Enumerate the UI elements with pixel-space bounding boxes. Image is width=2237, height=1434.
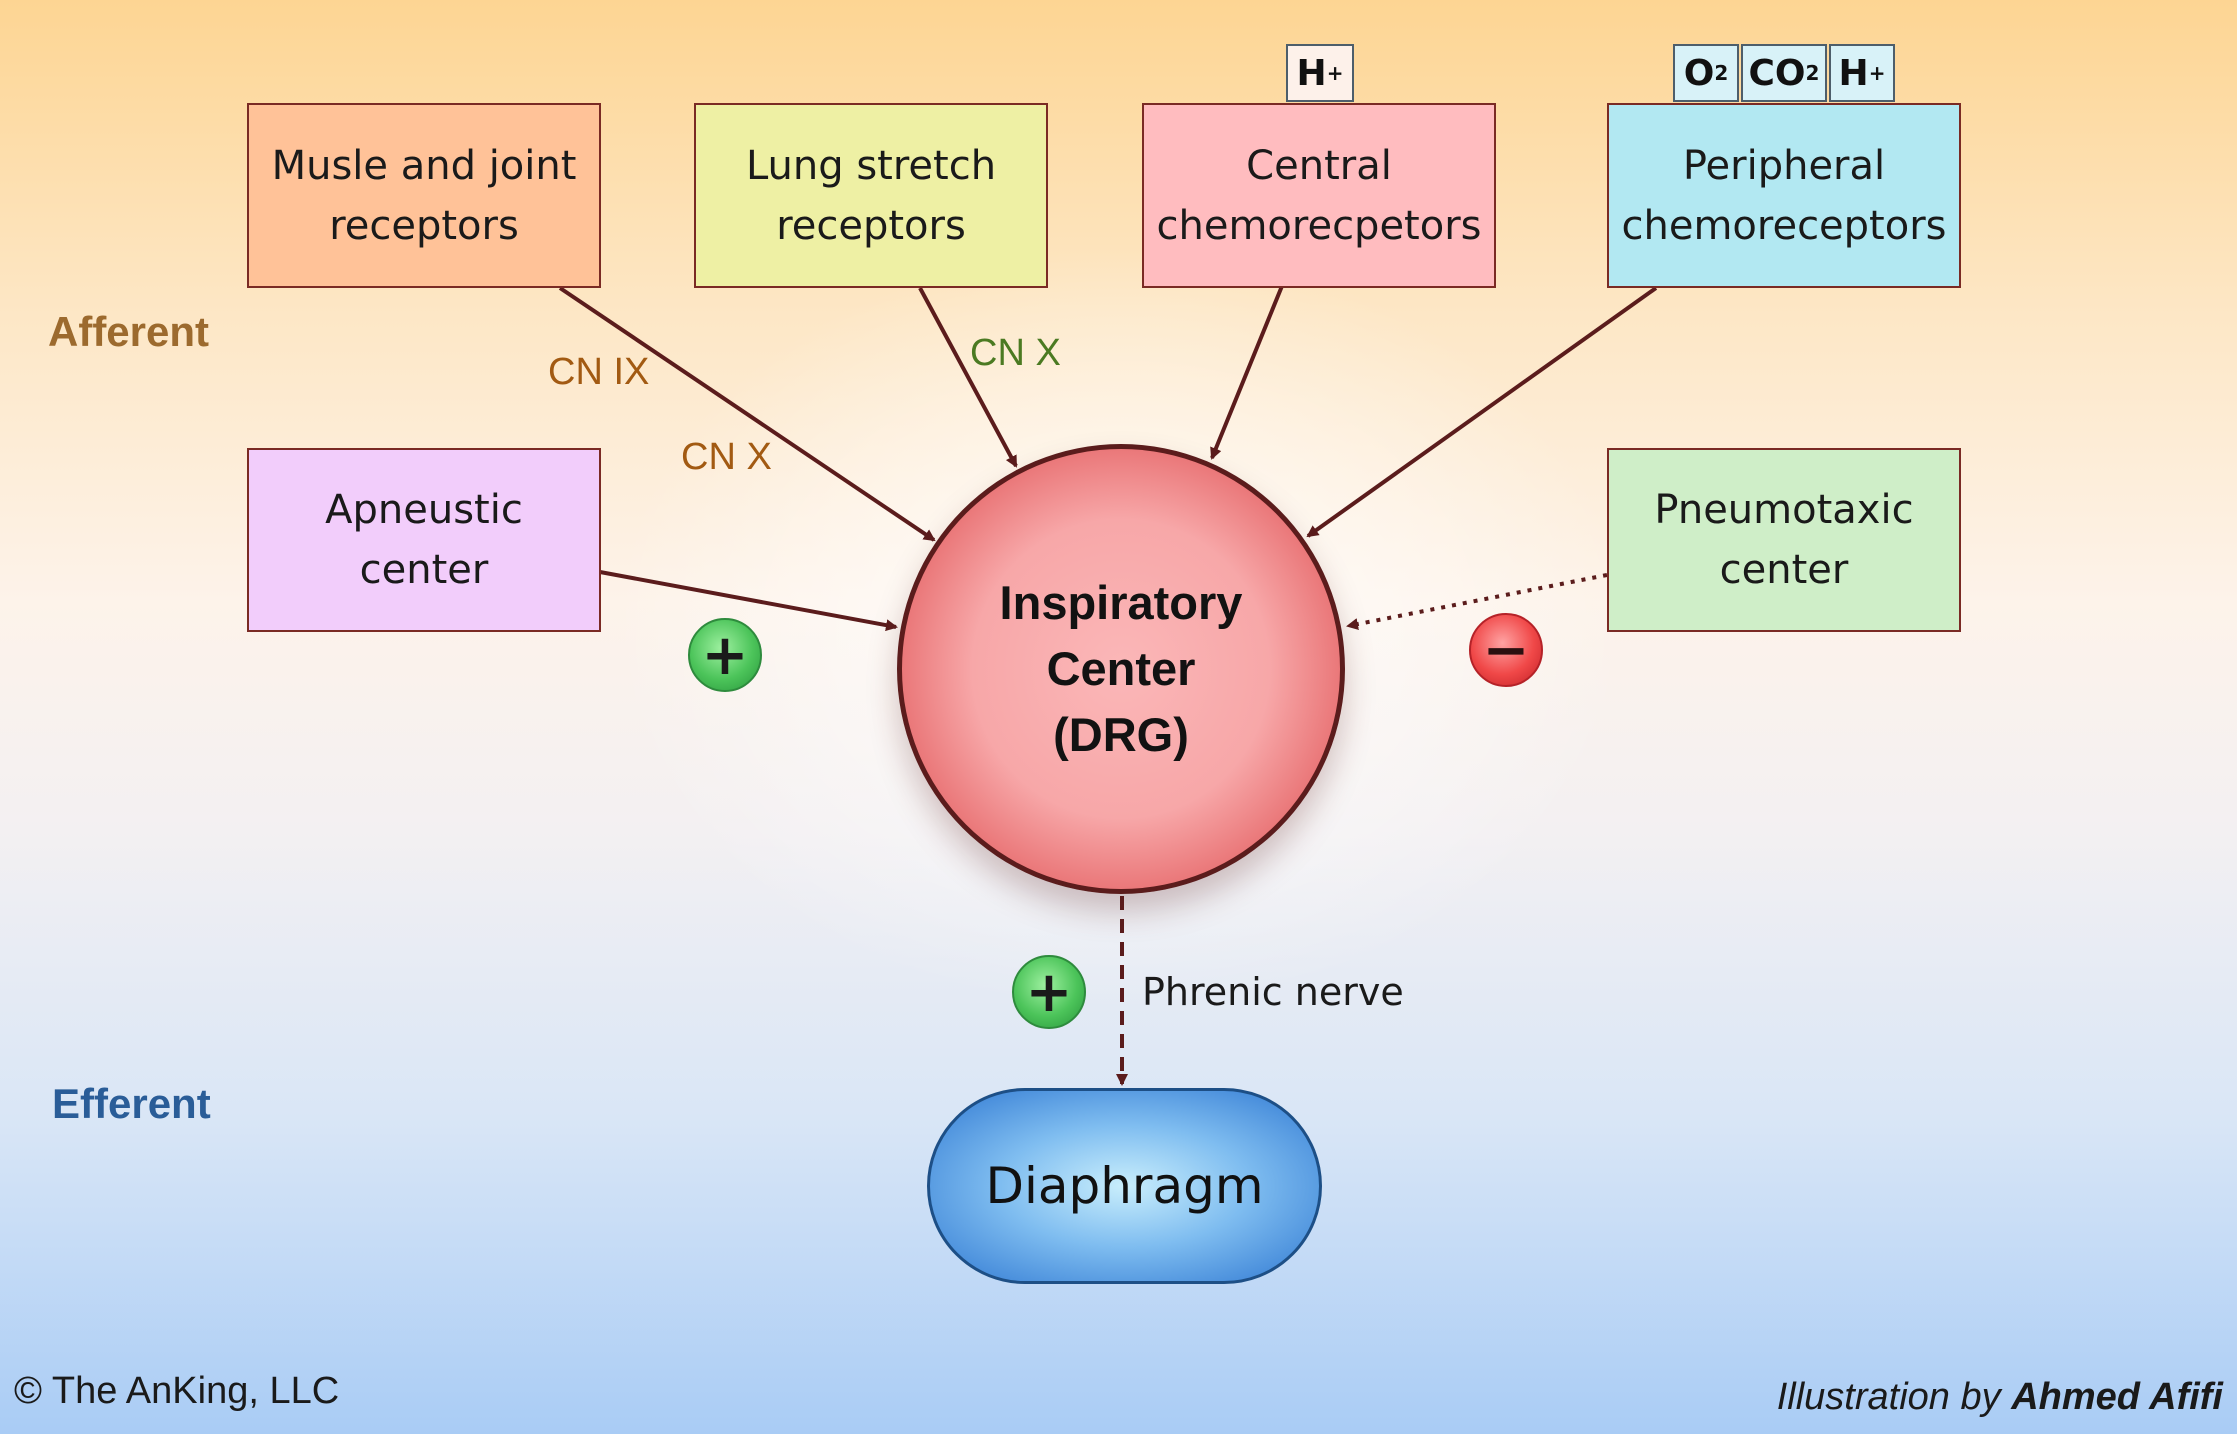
credit-prefix: Illustration by xyxy=(1776,1376,2001,1418)
illustration-credit: Illustration by Ahmed Afifi xyxy=(1777,1376,2223,1419)
afferent-label: Afferent xyxy=(48,308,210,355)
inspiratory-center-drg: Inspiratory Center (DRG) xyxy=(897,444,1345,894)
cn-x-lung-label: CN X xyxy=(970,332,1061,374)
muscle-joint-receptors-box: Musle and joint receptors xyxy=(247,103,601,288)
cn-x-muscle-label: CN X xyxy=(681,436,772,478)
phrenic-excitatory-plus-icon: + xyxy=(1012,955,1086,1029)
arrow-muscle-to-center xyxy=(558,286,936,542)
peripheral-chemoreceptors-box: Peripheral chemoreceptors xyxy=(1607,103,1961,288)
pneumotaxic-center-box: Pneumotaxic center xyxy=(1607,448,1961,632)
arrow-lung-to-center xyxy=(918,287,1018,468)
apneustic-excitatory-plus-icon: + xyxy=(688,618,762,692)
phrenic-nerve-label: Phrenic nerve xyxy=(1142,970,1404,1014)
pneumotaxic-inhibitory-minus-icon: − xyxy=(1469,613,1543,687)
arrow-central-chemo-to-center xyxy=(1210,285,1284,460)
efferent-label: Efferent xyxy=(52,1080,211,1127)
copyright-text: © The AnKing, LLC xyxy=(14,1370,340,1412)
central-chemoreceptors-box: Central chemorecpetors xyxy=(1142,103,1496,288)
peripheral-h-chip: H+ xyxy=(1829,44,1895,102)
diaphragm: Diaphragm xyxy=(927,1088,1322,1284)
lung-stretch-receptors-box: Lung stretch receptors xyxy=(694,103,1048,288)
central-h-chip: H+ xyxy=(1286,44,1354,102)
apneustic-center-box: Apneustic center xyxy=(247,448,601,632)
arrow-peripheral-chemo-to-center xyxy=(1306,286,1658,538)
arrow-apneustic-to-center xyxy=(599,570,898,632)
cn-ix-label: CN IX xyxy=(548,351,650,393)
arrow-pneumotaxic-to-center xyxy=(1346,573,1608,630)
credit-author: Ahmed Afifi xyxy=(2011,1376,2223,1418)
